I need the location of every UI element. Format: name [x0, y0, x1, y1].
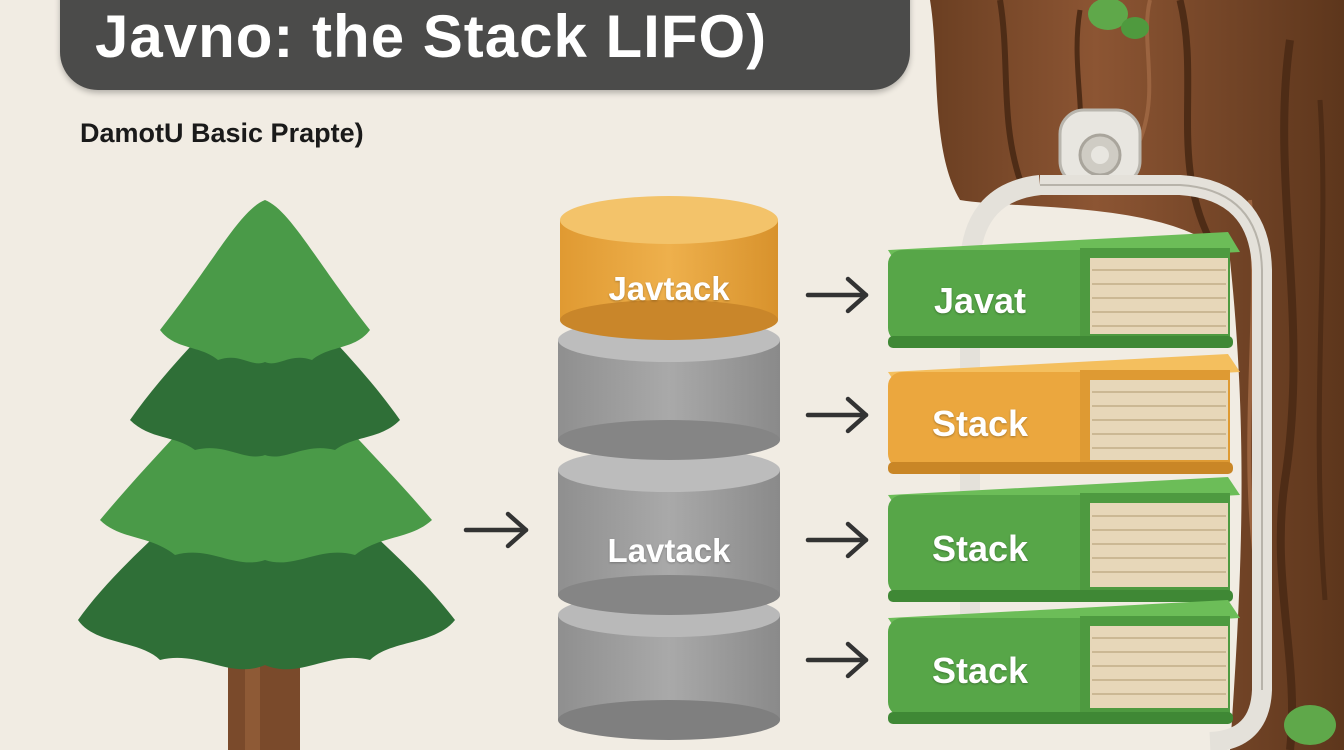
stack-cylinder-3	[558, 448, 780, 615]
page-subtitle: DamotU Basic Prapte)	[80, 118, 364, 148]
stack-cylinder-4	[558, 593, 780, 740]
book-stack	[888, 232, 1240, 724]
arrows	[463, 276, 869, 679]
book-label: Stack	[931, 403, 1029, 444]
stack-book-2	[888, 354, 1240, 474]
title-banner	[60, 0, 910, 90]
book-label: Stack	[931, 650, 1029, 691]
arrow-icon	[805, 521, 869, 559]
pine-tree	[78, 200, 455, 750]
book-label: Stack	[931, 528, 1029, 569]
stack-book-1	[888, 232, 1240, 348]
page-title: Javno: the Stack LIFO)	[95, 3, 768, 70]
stack-cylinder-1	[560, 196, 778, 340]
arrow-icon	[805, 641, 869, 679]
book-holder-bracket	[960, 108, 1272, 750]
cylinder-label: Javtack	[608, 270, 730, 307]
leaf-icon	[1088, 0, 1336, 745]
stack-book-3	[888, 477, 1240, 602]
arrow-icon	[805, 396, 869, 434]
arrow-icon	[805, 276, 869, 314]
stack-book-4	[888, 600, 1240, 724]
book-label: Javat	[933, 280, 1027, 321]
cylinder-label: Lavtack	[607, 532, 731, 569]
arrow-icon	[463, 511, 529, 549]
cylinder-stack	[558, 196, 780, 740]
